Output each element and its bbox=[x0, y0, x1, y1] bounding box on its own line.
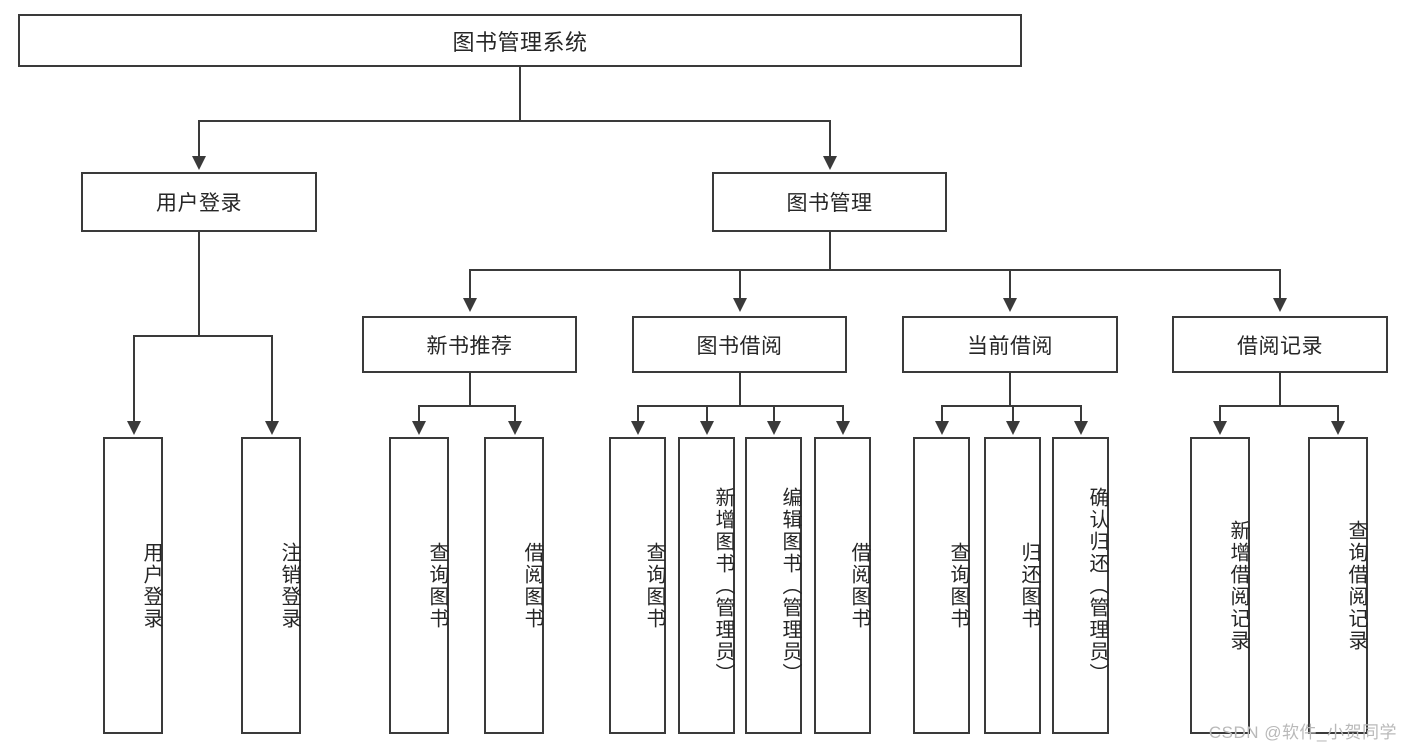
leaf-node-query-book-current[interactable]: 查询图书 bbox=[913, 437, 970, 734]
connector-current-borrow-2 bbox=[1012, 405, 1014, 423]
node-new-book-recommend[interactable]: 新书推荐 bbox=[362, 316, 577, 373]
leaf-node-borrow-book[interactable]: 借阅图书 bbox=[814, 437, 871, 734]
node-label: 编辑图书（管理员） bbox=[779, 486, 801, 685]
node-label: 图书借阅 bbox=[696, 334, 783, 358]
connector-bm-to-borrow-record bbox=[1279, 269, 1281, 300]
connector-borrow-record-right bbox=[1337, 405, 1339, 423]
connector-current-borrow-bar bbox=[941, 405, 1080, 407]
arrow-bm-to-book-borrow bbox=[733, 298, 747, 312]
connector-borrow-record-left bbox=[1219, 405, 1221, 423]
leaf-node-query-book-borrow[interactable]: 查询图书 bbox=[609, 437, 666, 734]
arrow-new-book-leaf-2 bbox=[508, 421, 522, 435]
arrow-book-borrow-leaf-4 bbox=[836, 421, 850, 435]
connector-new-book-right bbox=[514, 405, 516, 423]
connector-user-login-bar bbox=[133, 335, 272, 337]
node-label: 归还图书 bbox=[1018, 541, 1040, 630]
node-label: 借阅图书 bbox=[521, 541, 543, 630]
connector-book-borrow-stem bbox=[739, 373, 741, 405]
node-label: 查询图书 bbox=[947, 541, 969, 630]
connector-book-borrow-1 bbox=[637, 405, 639, 423]
connector-new-book-stem bbox=[469, 373, 471, 405]
connector-new-book-left bbox=[418, 405, 420, 423]
arrow-root-to-book-management bbox=[823, 156, 837, 170]
connector-root-bar bbox=[198, 120, 831, 122]
arrow-bm-to-borrow-record bbox=[1273, 298, 1287, 312]
leaf-node-add-borrow-record[interactable]: 新增借阅记录 bbox=[1190, 437, 1250, 734]
connector-current-borrow-stem bbox=[1009, 373, 1011, 405]
arrow-current-borrow-leaf-3 bbox=[1074, 421, 1088, 435]
connector-borrow-record-bar bbox=[1219, 405, 1338, 407]
connector-borrow-record-stem bbox=[1279, 373, 1281, 405]
leaf-node-user-login[interactable]: 用户登录 bbox=[103, 437, 163, 734]
leaf-node-logout-login[interactable]: 注销登录 bbox=[241, 437, 301, 734]
connector-book-borrow-2 bbox=[706, 405, 708, 423]
connector-current-borrow-3 bbox=[1080, 405, 1082, 423]
leaf-node-borrow-book-recommend[interactable]: 借阅图书 bbox=[484, 437, 544, 734]
connector-book-management-stem bbox=[829, 232, 831, 269]
leaf-node-confirm-return-admin[interactable]: 确认归还（管理员） bbox=[1052, 437, 1109, 734]
node-book-management[interactable]: 图书管理 bbox=[712, 172, 947, 232]
node-label: 查询图书 bbox=[426, 541, 448, 630]
arrow-book-borrow-leaf-3 bbox=[767, 421, 781, 435]
connector-root-stem bbox=[519, 67, 521, 120]
connector-book-borrow-3 bbox=[773, 405, 775, 423]
connector-user-login-right bbox=[271, 335, 273, 423]
connector-root-to-book-management bbox=[829, 120, 831, 158]
node-label: 借阅图书 bbox=[848, 541, 870, 630]
arrow-root-to-user-login bbox=[192, 156, 206, 170]
arrow-current-borrow-leaf-2 bbox=[1006, 421, 1020, 435]
node-book-borrow[interactable]: 图书借阅 bbox=[632, 316, 847, 373]
connector-bm-to-new-book bbox=[469, 269, 471, 300]
node-label: 图书管理 bbox=[786, 192, 873, 215]
arrow-book-borrow-leaf-2 bbox=[700, 421, 714, 435]
node-label: 注销登录 bbox=[278, 541, 300, 630]
node-label: 新增图书（管理员） bbox=[712, 486, 734, 685]
node-root-book-management-system[interactable]: 图书管理系统 bbox=[18, 14, 1022, 67]
leaf-node-query-borrow-record[interactable]: 查询借阅记录 bbox=[1308, 437, 1368, 734]
node-label: 当前借阅 bbox=[967, 334, 1053, 358]
node-user-login[interactable]: 用户登录 bbox=[81, 172, 317, 232]
node-borrow-record[interactable]: 借阅记录 bbox=[1172, 316, 1388, 373]
leaf-node-edit-book-admin[interactable]: 编辑图书（管理员） bbox=[745, 437, 802, 734]
node-label: 用户登录 bbox=[140, 541, 162, 630]
arrow-new-book-leaf-1 bbox=[412, 421, 426, 435]
connector-root-to-user-login bbox=[198, 120, 200, 158]
connector-new-book-bar bbox=[418, 405, 515, 407]
node-label: 查询图书 bbox=[643, 541, 665, 630]
arrow-book-borrow-leaf-1 bbox=[631, 421, 645, 435]
node-current-borrow[interactable]: 当前借阅 bbox=[902, 316, 1118, 373]
connector-user-login-stem bbox=[198, 232, 200, 335]
arrow-borrow-record-leaf-2 bbox=[1331, 421, 1345, 435]
node-label: 用户登录 bbox=[156, 192, 242, 215]
node-label: 图书管理系统 bbox=[452, 29, 588, 55]
connector-current-borrow-1 bbox=[941, 405, 943, 423]
node-label: 新增借阅记录 bbox=[1227, 519, 1249, 652]
leaf-node-query-book-recommend[interactable]: 查询图书 bbox=[389, 437, 449, 734]
arrow-user-login-leaf-2 bbox=[265, 421, 279, 435]
arrow-user-login-leaf-1 bbox=[127, 421, 141, 435]
node-label: 新书推荐 bbox=[426, 334, 513, 358]
node-label: 确认归还（管理员） bbox=[1086, 486, 1108, 685]
arrow-bm-to-new-book-recommend bbox=[463, 298, 477, 312]
arrow-borrow-record-leaf-1 bbox=[1213, 421, 1227, 435]
node-label: 查询借阅记录 bbox=[1345, 519, 1367, 652]
node-label: 借阅记录 bbox=[1237, 334, 1323, 358]
connector-user-login-left bbox=[133, 335, 135, 423]
connector-book-management-bar bbox=[469, 269, 1280, 271]
connector-book-borrow-bar bbox=[637, 405, 843, 407]
connector-book-borrow-4 bbox=[842, 405, 844, 423]
watermark: CSDN @软件_小贺同学 bbox=[1208, 723, 1397, 742]
arrow-current-borrow-leaf-1 bbox=[935, 421, 949, 435]
connector-bm-to-current-borrow bbox=[1009, 269, 1011, 300]
connector-bm-to-book-borrow bbox=[739, 269, 741, 300]
leaf-node-add-book-admin[interactable]: 新增图书（管理员） bbox=[678, 437, 735, 734]
arrow-bm-to-current-borrow bbox=[1003, 298, 1017, 312]
leaf-node-return-book[interactable]: 归还图书 bbox=[984, 437, 1041, 734]
